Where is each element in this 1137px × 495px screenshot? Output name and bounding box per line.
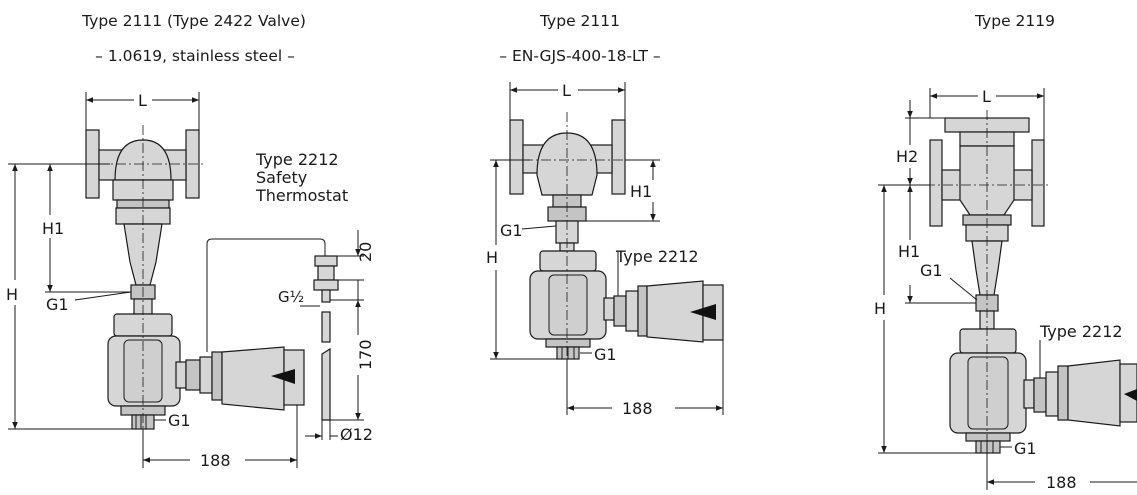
- figure1-label-dia12: Ø12: [340, 425, 373, 444]
- figure1-label-H: H: [6, 285, 18, 304]
- figure1-title-line1: Type 2111 (Type 2422 Valve): [82, 12, 306, 30]
- figure2-label-188: 188: [622, 399, 653, 418]
- figure2-label-G1-upper: G1: [500, 221, 523, 240]
- figure1-sensor: [313, 255, 339, 421]
- figure2-valve-body: [509, 119, 626, 244]
- figure1-thermostat: [185, 346, 305, 411]
- figure3-title-line1: Type 2119: [975, 12, 1055, 30]
- figure1-drawing: L H H1 G1 G1 188 Type 2212 Safety Thermo…: [6, 91, 375, 470]
- figure3-label-H: H: [874, 299, 886, 318]
- figure3-drawing: L H2 H H1 G1 G1 Type 2212 188: [874, 87, 1137, 492]
- figure3-label-H2: H2: [896, 147, 918, 166]
- figure3-label-H1: H1: [898, 242, 920, 261]
- figure1-label-G-half: G½: [278, 288, 304, 306]
- figure1-label-188: 188: [200, 451, 231, 470]
- figure2-actuator: [529, 242, 615, 360]
- figure3-actuator: [949, 310, 1035, 454]
- figure1-title-line2: – 1.0619, stainless steel –: [95, 47, 295, 65]
- figure2-label-L: L: [562, 81, 571, 100]
- figure2-title-line1: Type 2111: [540, 12, 620, 30]
- figure3-label-G1-upper: G1: [920, 261, 943, 280]
- figure2-thermostat: [613, 280, 724, 343]
- figure3-label-type-2212: Type 2212: [1039, 322, 1123, 341]
- figure1-label-G1-upper: G1: [46, 295, 69, 314]
- figure2-label-H1: H1: [630, 182, 652, 201]
- figure1-valve-body: [85, 129, 200, 300]
- figure2-drawing: L H H1 G1 G1 Type 2212 188: [486, 81, 724, 418]
- figure1-label-20: 20: [356, 242, 375, 262]
- figure3-label-L: L: [982, 87, 991, 106]
- figure3-thermostat: [1033, 359, 1137, 427]
- figure1-label-G1-lower: G1: [168, 411, 191, 430]
- figure1-label-L: L: [138, 91, 147, 110]
- figure1-thermostat-label-3: Thermostat: [255, 186, 348, 205]
- figure1-thermostat-label-2: Safety: [256, 168, 307, 187]
- figure1-label-H1: H1: [42, 219, 64, 238]
- figure3-label-188: 188: [1046, 473, 1077, 492]
- figure2-label-type-2212: Type 2212: [615, 247, 699, 266]
- figure1-label-170: 170: [356, 339, 375, 370]
- figure2-title-line2: – EN-GJS-400-18-LT –: [499, 47, 661, 65]
- figure3-label-G1-lower: G1: [1014, 439, 1037, 458]
- figure2-label-H: H: [486, 248, 498, 267]
- figure1-thermostat-label-1: Type 2212: [255, 150, 339, 169]
- figure1-actuator: [107, 298, 187, 430]
- figure2-label-G1-lower: G1: [594, 345, 617, 364]
